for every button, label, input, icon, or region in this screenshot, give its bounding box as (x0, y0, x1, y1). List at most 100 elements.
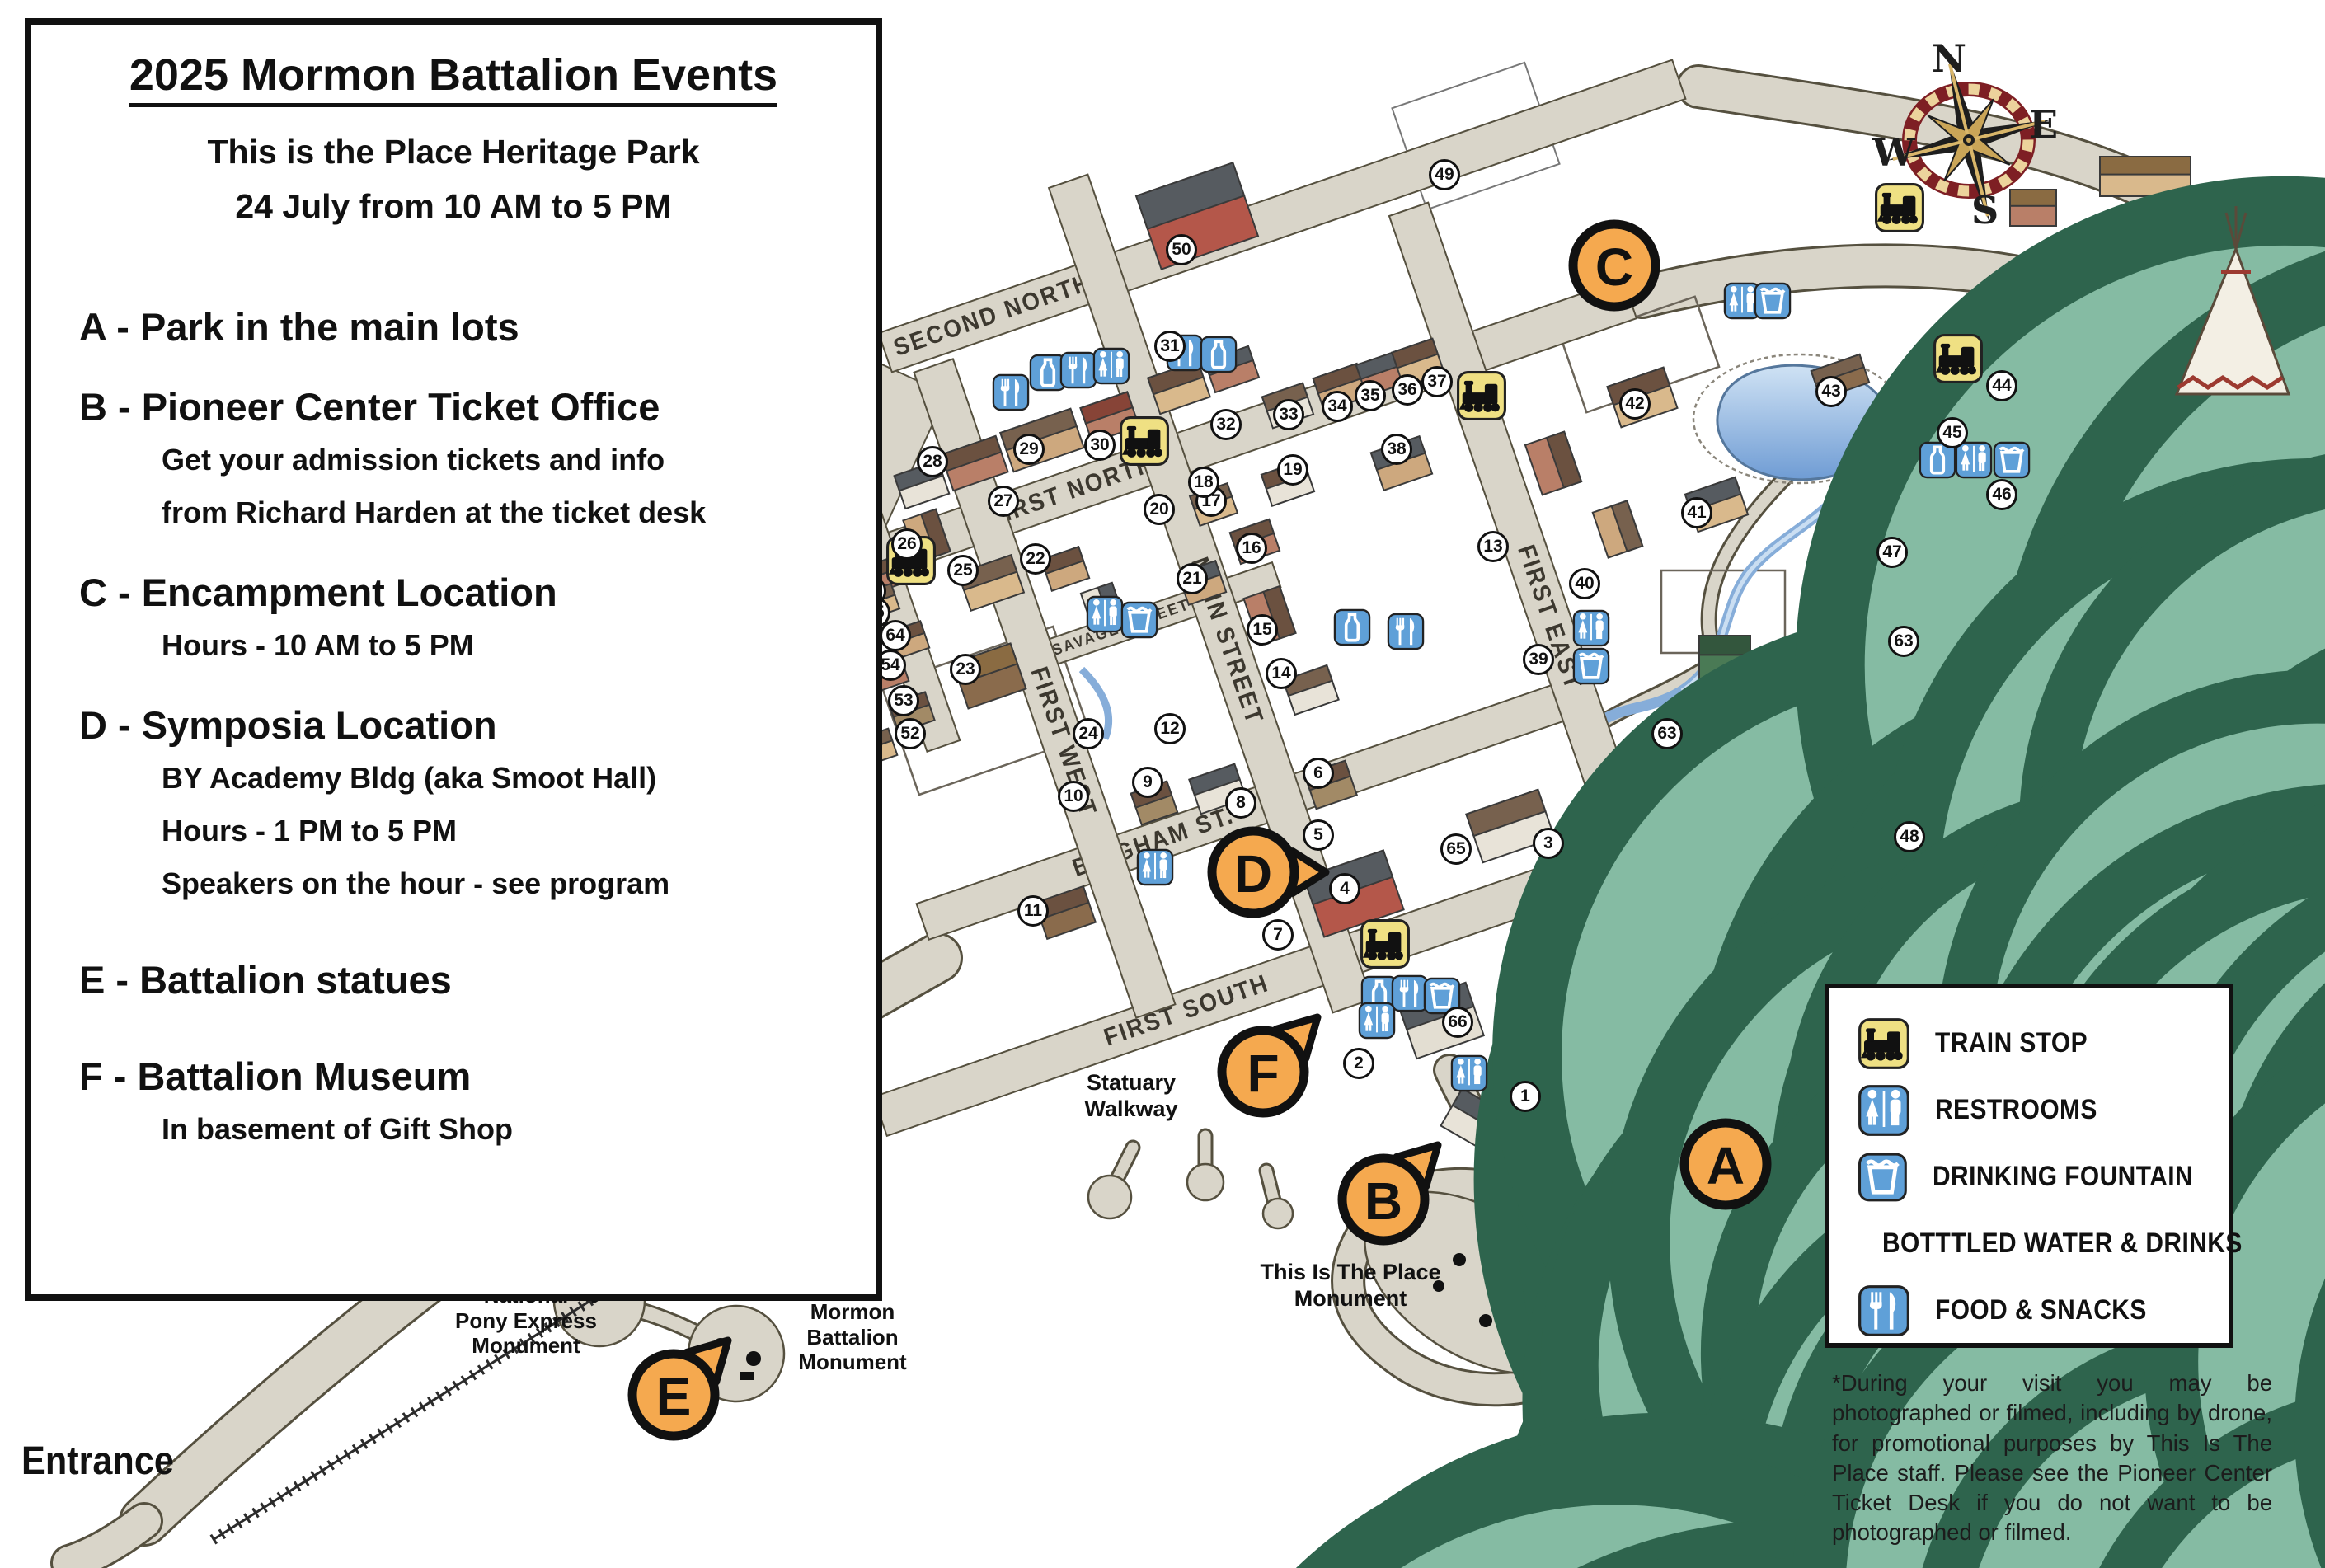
building-marker-49: 49 (1429, 159, 1460, 190)
info-item-detail: In basement of Gift Shop (162, 1112, 514, 1147)
restroom-icon (1086, 595, 1124, 633)
train-stop-icon (1933, 334, 1983, 383)
building-marker-38: 38 (1381, 434, 1412, 465)
building-marker-40: 40 (1569, 568, 1600, 599)
legend-item-label: TRAIN STOP (1935, 1027, 2088, 1059)
event-location-marker-d: D (1207, 826, 1330, 918)
photo-disclaimer: *During your visit you may be photograph… (1832, 1370, 2272, 1546)
building-marker-1: 1 (1510, 1081, 1541, 1112)
building-marker-5: 5 (1303, 819, 1334, 851)
building-marker-63: 63 (1651, 718, 1683, 749)
info-item-headline: F - Battalion Museum (79, 1054, 472, 1099)
building-marker-33: 33 (1273, 399, 1304, 430)
building-marker-34: 34 (1322, 391, 1353, 422)
restroom-icon (1858, 1084, 1909, 1136)
building-marker-28: 28 (917, 446, 948, 477)
building-marker-43: 43 (1815, 376, 1847, 407)
info-item-e: E - Battalion statues (79, 957, 856, 1002)
building-marker-15: 15 (1247, 614, 1278, 646)
building-marker-18: 18 (1188, 467, 1219, 498)
building-marker-2: 2 (1343, 1048, 1374, 1079)
building-marker-9: 9 (1132, 767, 1163, 798)
train-icon (1858, 1017, 1909, 1069)
map-legend: TRAIN STOP RESTROOMS DRINKING FOUNTAIN BOTT… (1825, 984, 2242, 1348)
building-marker-19: 19 (1277, 454, 1308, 486)
building-marker-53: 53 (888, 685, 919, 716)
event-location-marker-f: F (1217, 1013, 1322, 1118)
legend-item-restroom: RESTROOMS (1858, 1077, 2229, 1143)
train-stop-icon (1360, 919, 1410, 969)
compass-west-label: W (1872, 130, 1916, 175)
bottle-icon (1200, 336, 1238, 373)
map-label-mormon: Mormon Battalion Monument (798, 1298, 907, 1375)
restroom-icon (1572, 609, 1610, 647)
legend-item-food: FOOD & SNACKS (1858, 1277, 2229, 1344)
legend-item-fountain: DRINKING FOUNTAIN (1858, 1143, 2229, 1210)
info-item-detail: BY Academy Bldg (aka Smoot Hall) (162, 761, 657, 796)
info-item-f: F - Battalion Museum In basement of Gift … (79, 1054, 856, 1152)
building-marker-30: 30 (1084, 430, 1116, 461)
info-item-detail: Hours - 1 PM to 5 PM (162, 814, 458, 848)
restroom-icon (1092, 347, 1130, 385)
building-marker-27: 27 (988, 486, 1019, 517)
building-marker-26: 26 (891, 528, 923, 560)
fountain-icon (1993, 441, 2031, 479)
train-stop-icon (1875, 183, 1924, 232)
panel-subtitle: This is the Place Heritage Park 24 July … (31, 125, 876, 233)
info-item-detail: from Richard Harden at the ticket desk (162, 495, 707, 530)
legend-item-bottle: BOTTTLED WATER & DRINKS (1858, 1210, 2242, 1277)
restroom-icon (1358, 1002, 1396, 1040)
compass-rose-icon: N E W S (1872, 36, 2058, 232)
event-location-marker-b: B (1337, 1141, 1442, 1246)
info-item-detail: Hours - 10 AM to 5 PM (162, 628, 474, 663)
info-item-headline: E - Battalion statues (79, 958, 452, 1002)
fountain-icon (1120, 601, 1158, 639)
building-marker-50: 50 (1166, 234, 1197, 265)
info-item-a: A - Park in the main lots (79, 304, 856, 350)
subtitle-line-2: 24 July from 10 AM to 5 PM (235, 186, 672, 225)
building-marker-11: 11 (1017, 895, 1049, 927)
fountain-icon (1754, 282, 1792, 320)
food-icon (1858, 1284, 1909, 1336)
building-marker-23: 23 (950, 654, 981, 685)
building-marker-44: 44 (1986, 370, 2017, 401)
building-marker-24: 24 (1073, 718, 1104, 749)
svg-text:D: D (1234, 844, 1272, 904)
svg-text:B: B (1364, 1171, 1402, 1231)
building-marker-20: 20 (1144, 494, 1175, 525)
event-location-marker-a: A (1679, 1118, 1772, 1210)
building-marker-29: 29 (1013, 434, 1045, 465)
panel-title: 2025 Mormon Battalion Events (53, 49, 854, 107)
event-location-marker-e: E (627, 1336, 732, 1441)
building-marker-25: 25 (947, 555, 979, 586)
building-marker-66: 66 (1442, 1007, 1473, 1038)
info-item-headline: B - Pioneer Center Ticket Office (79, 385, 660, 430)
restroom-icon (1955, 441, 1993, 479)
legend-item-label: BOTTTLED WATER & DRINKS (1882, 1228, 2243, 1259)
building-marker-39: 39 (1523, 644, 1554, 675)
svg-text:A: A (1707, 1136, 1745, 1195)
building-marker-42: 42 (1619, 388, 1651, 420)
legend-item-train: TRAIN STOP (1858, 1010, 2229, 1077)
building-marker-31: 31 (1154, 331, 1186, 362)
legend-item-label: RESTROOMS (1935, 1094, 2097, 1125)
svg-text:E: E (656, 1367, 692, 1426)
building-marker-6: 6 (1303, 758, 1334, 789)
landmark-drawings (2174, 206, 2291, 396)
fountain-icon (1423, 977, 1461, 1015)
compass-east-label: E (2029, 102, 2058, 147)
legend-item-label: FOOD & SNACKS (1935, 1294, 2147, 1326)
info-item-headline: C - Encampment Location (79, 570, 557, 615)
fountain-icon (1858, 1153, 1907, 1201)
building-marker-47: 47 (1876, 537, 1908, 568)
building-marker-41: 41 (1681, 497, 1712, 528)
compass-north-label: N (1932, 36, 1966, 81)
building-marker-52: 52 (895, 718, 926, 749)
building-marker-22: 22 (1020, 543, 1051, 575)
legend-item-label: DRINKING FOUNTAIN (1932, 1161, 2193, 1192)
train-stop-icon (1457, 371, 1506, 420)
building-marker-16: 16 (1236, 533, 1267, 564)
